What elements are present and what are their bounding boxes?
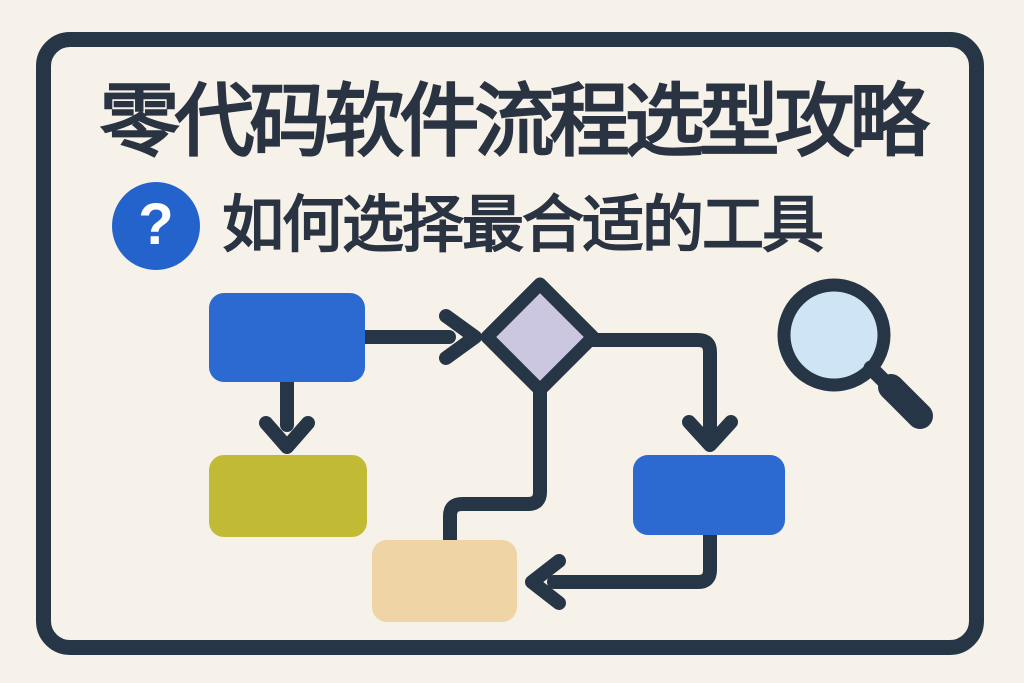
arrowhead-right-icon <box>439 309 482 365</box>
arrowhead-down-icon <box>259 416 315 454</box>
magnifier-neck <box>863 360 891 388</box>
edge-branch-b-to-end <box>547 528 717 589</box>
arrowhead-left-icon <box>525 554 566 610</box>
question-icon: ? <box>112 182 200 270</box>
magnifier-handle <box>878 374 933 429</box>
poster-frame <box>36 32 984 655</box>
poster-subtitle: 如何选择最合适的工具 <box>222 191 824 260</box>
edge-decision-to-branch-b <box>579 333 717 435</box>
flow-node-branch-a <box>209 455 367 537</box>
edge-decision-to-end <box>443 376 547 557</box>
flow-node-decision <box>480 277 600 397</box>
flow-node-end <box>372 540 517 622</box>
magnifier-lens <box>777 278 891 392</box>
subtitle-row: ? 如何选择最合适的工具 <box>112 181 824 271</box>
arrowhead-down-icon <box>682 415 738 452</box>
flow-node-start <box>209 293 365 382</box>
magnifier-icon <box>777 278 933 429</box>
flow-node-branch-b <box>633 455 785 535</box>
question-mark-glyph: ? <box>138 192 174 257</box>
poster-title: 零代码软件流程选型攻略 <box>99 77 930 166</box>
